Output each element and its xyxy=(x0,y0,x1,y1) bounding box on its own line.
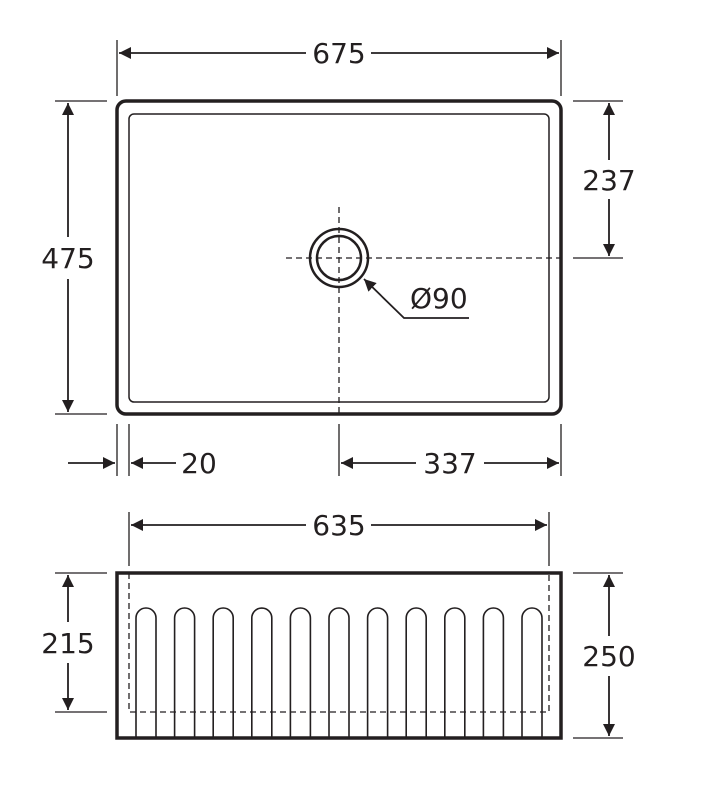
front-apron-outline xyxy=(115,571,563,740)
waste-outlet-inner xyxy=(315,234,363,282)
dim-label-waste-offset-right: 337 xyxy=(423,447,476,480)
waste-outlet-outer xyxy=(308,227,370,289)
flute-groove xyxy=(328,607,350,738)
flute-groove xyxy=(251,607,273,738)
flute-groove xyxy=(289,607,312,738)
dim-label-inner-width: 635 xyxy=(312,509,365,542)
flute-groove xyxy=(444,607,466,738)
dim-label-overall-height: 250 xyxy=(582,640,635,673)
waste-diameter-leader xyxy=(363,278,469,319)
front-flutes xyxy=(135,607,543,738)
flute-groove xyxy=(173,607,196,738)
flute-groove xyxy=(366,607,389,738)
flute-groove xyxy=(405,607,427,738)
dim-label-waste-diameter: Ø90 xyxy=(410,282,468,315)
dim-label-rim-thickness: 20 xyxy=(181,447,217,480)
dim-label-overall-depth: 475 xyxy=(41,242,94,275)
top-view: 675 475 237 Ø90 20 337 xyxy=(41,37,635,480)
dim-label-waste-offset-top: 237 xyxy=(582,164,635,197)
flute-groove xyxy=(135,607,157,738)
front-inner-bowl-hidden-line xyxy=(128,573,550,713)
front-view: 635 215 250 xyxy=(41,509,636,740)
dim-label-overall-width: 675 xyxy=(312,37,365,70)
flute-groove xyxy=(212,607,234,738)
flute-groove xyxy=(521,607,543,738)
flute-groove xyxy=(482,607,505,738)
dim-label-inner-height: 215 xyxy=(41,627,94,660)
